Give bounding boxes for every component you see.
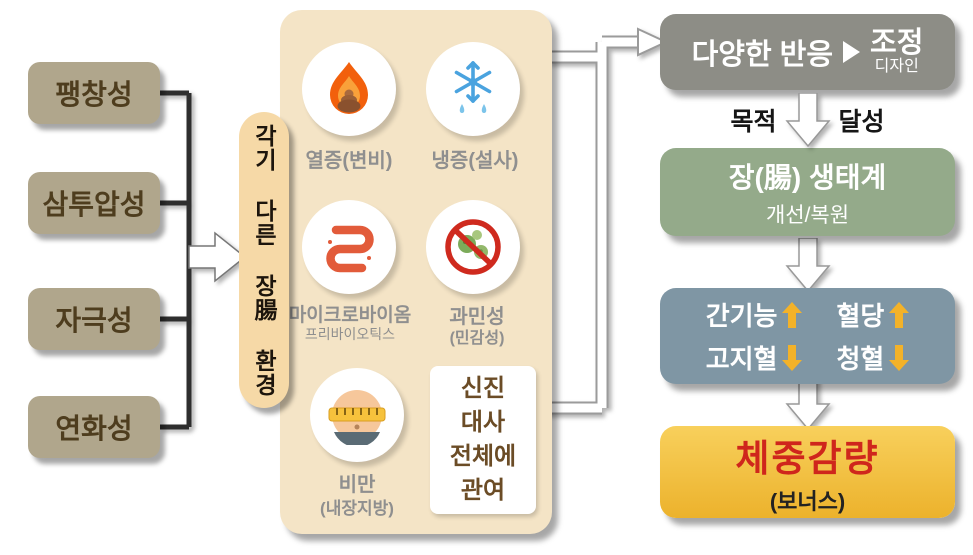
snowflake-icon bbox=[454, 61, 492, 113]
cold-diarrhea-label: 냉증(설사) bbox=[431, 150, 519, 172]
right-block-arrow-icon bbox=[188, 231, 247, 283]
effect-blood-cleansing: 청혈 bbox=[836, 339, 910, 376]
symptom-panel: 열증(변비) 냉증(설사) 마이크로바이옴 프리바이오틱스 과민성 (민감성) … bbox=[280, 10, 552, 534]
right-triangle-icon bbox=[843, 40, 861, 63]
effect-blood-sugar: 혈당 bbox=[836, 296, 910, 333]
gut-environment-pill: 각기 다른 장腸 환경 bbox=[239, 112, 289, 408]
various-reactions-text: 다양한 반응 bbox=[691, 38, 834, 71]
metabolism-note-box: 신진 대사 전체에 관여 bbox=[430, 366, 536, 514]
heat-constipation-circle bbox=[302, 42, 396, 136]
factor-label: 자극성 bbox=[55, 305, 133, 336]
health-effects-box: 간기능 혈당 고지혈 청혈 bbox=[660, 288, 955, 384]
gut-ecosystem-title: 장(腸) 생태계 bbox=[728, 161, 887, 193]
effect-hyperlipidemia: 고지혈 bbox=[706, 339, 803, 376]
factor-box-irritant: 자극성 bbox=[28, 288, 160, 350]
reaction-adjust-box: 다양한 반응 조정 디자인 bbox=[660, 14, 955, 90]
hypersensitivity-label: 과민성 bbox=[449, 306, 505, 328]
down-block-arrow-icon bbox=[785, 376, 831, 430]
obesity-circle bbox=[310, 368, 404, 462]
gut-ecosystem-subtitle: 개선/복원 bbox=[765, 203, 850, 227]
hypersensitivity-circle bbox=[426, 200, 520, 294]
factor-box-osmotic: 삼투압성 bbox=[28, 172, 160, 234]
factor-box-softening: 연화성 bbox=[28, 396, 160, 458]
microbiome-label: 마이크로바이옴 bbox=[288, 305, 412, 326]
belly-tape-icon bbox=[328, 390, 386, 445]
panel-to-reaction-connector-lines bbox=[542, 27, 669, 415]
obesity-label: 비만 bbox=[338, 474, 376, 496]
factor-box-expansion: 팽창성 bbox=[28, 62, 160, 124]
gut-ecosystem-box: 장(腸) 생태계 개선/복원 bbox=[660, 148, 955, 236]
sensitivity-sublabel: (민감성) bbox=[449, 330, 505, 347]
down-block-arrow-icon bbox=[784, 93, 831, 147]
weight-loss-title: 체중감량 bbox=[735, 438, 880, 479]
fire-poop-icon bbox=[330, 62, 368, 114]
goal-text: 목적 bbox=[730, 108, 777, 136]
factor-label: 연화성 bbox=[55, 413, 133, 444]
up-arrow-icon bbox=[782, 301, 803, 328]
weight-loss-box: 체중감량 (보너스) bbox=[660, 426, 955, 518]
left-bracket-connector-lines bbox=[160, 90, 247, 430]
design-text: 디자인 bbox=[874, 57, 919, 75]
down-block-arrow-icon bbox=[785, 238, 831, 292]
adjust-text: 조정 bbox=[870, 27, 924, 60]
prebiotics-label: 프리바이오틱스 bbox=[304, 326, 396, 342]
metabolism-line: 대사 bbox=[460, 408, 506, 436]
microbiome-circle bbox=[302, 200, 396, 294]
visceral-fat-sublabel: (내장지방) bbox=[320, 499, 394, 518]
factor-label: 삼투압성 bbox=[42, 189, 146, 220]
effect-liver-function: 간기능 bbox=[706, 296, 803, 333]
bonus-subtitle: (보너스) bbox=[769, 489, 846, 514]
achievement-text: 달성 bbox=[838, 108, 885, 136]
effect-label: 혈당 bbox=[836, 301, 885, 331]
right-arrowhead-icon bbox=[637, 27, 669, 57]
down-arrow-icon bbox=[782, 344, 803, 371]
heat-constipation-label: 열증(변비) bbox=[305, 150, 393, 172]
effect-label: 청혈 bbox=[836, 344, 885, 374]
goal-achievement-row: 목적 달성 bbox=[660, 92, 955, 148]
metabolism-line: 관여 bbox=[460, 477, 506, 505]
metabolism-line: 신진 bbox=[460, 374, 506, 402]
up-arrow-icon bbox=[889, 301, 910, 328]
cold-diarrhea-circle bbox=[426, 42, 520, 136]
effect-label: 고지혈 bbox=[705, 344, 778, 374]
metabolism-line: 전체에 bbox=[449, 443, 517, 470]
gut-environment-label: 각기 다른 장腸 환경 bbox=[251, 123, 277, 397]
effect-label: 간기능 bbox=[705, 301, 778, 331]
intestine-icon bbox=[326, 225, 374, 273]
no-germs-icon bbox=[445, 219, 501, 275]
down-arrow-icon bbox=[889, 344, 910, 371]
factor-label: 팽창성 bbox=[55, 79, 133, 110]
